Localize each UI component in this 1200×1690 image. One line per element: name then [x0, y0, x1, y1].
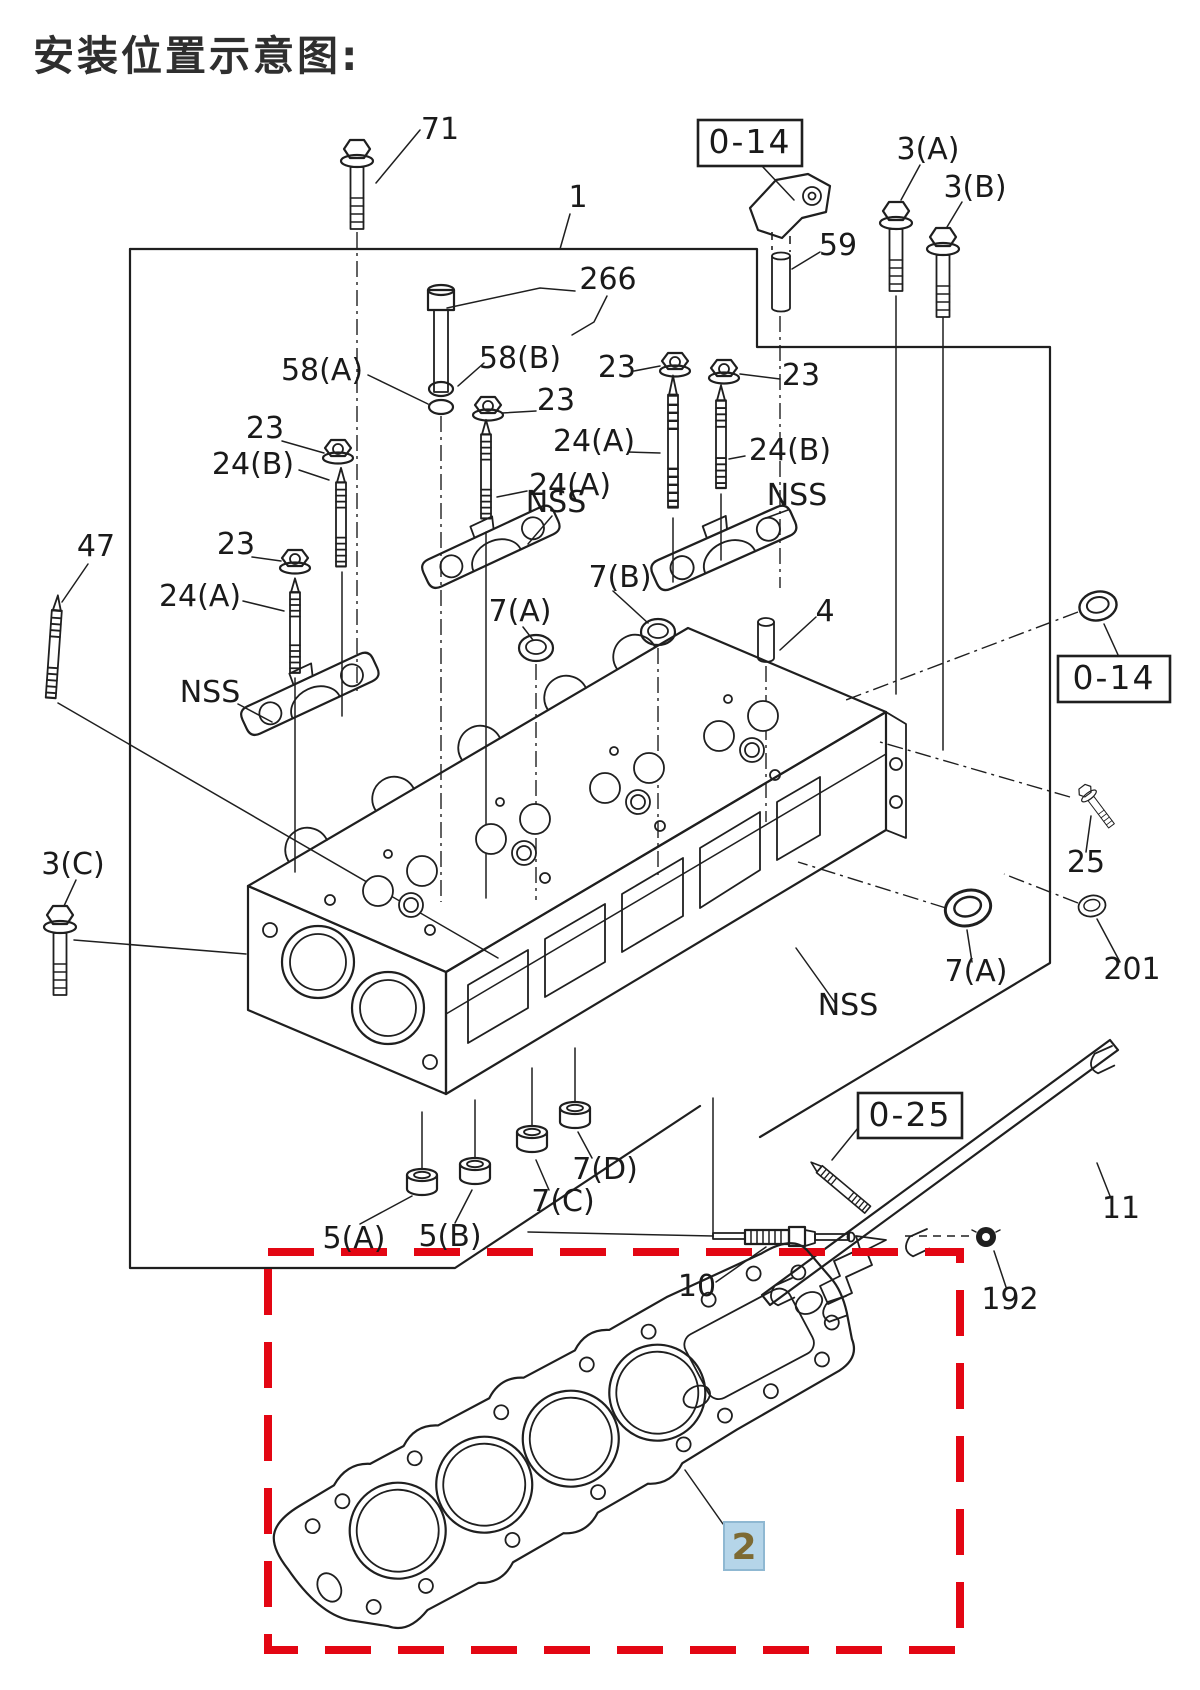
callout-11: 11	[1102, 1191, 1140, 1226]
page-title: 安装位置示意图:	[33, 32, 361, 80]
callout-nss-3: NSS	[767, 478, 828, 513]
ref-0-14-right[interactable]: 0-14	[1056, 654, 1172, 704]
seal-ring-right-drawing	[1075, 586, 1121, 626]
callout-1: 1	[568, 180, 587, 215]
callout-24b-2: 24(B)	[212, 447, 294, 482]
callout-nss-2: NSS	[526, 485, 587, 520]
center-lines	[57, 232, 1079, 1237]
o-ring-58b-drawing	[427, 380, 455, 398]
highlighted-part-2[interactable]: 2	[723, 1521, 765, 1571]
stud-47-drawing	[44, 594, 64, 700]
pin-59-drawing	[771, 251, 791, 313]
nut-192-drawing	[971, 1227, 1001, 1247]
callout-7a-1: 7(A)	[488, 594, 551, 629]
callout-7c: 7(C)	[531, 1184, 594, 1219]
ref-0-14-right-label[interactable]: 0-14	[1073, 658, 1156, 697]
callout-71: 71	[421, 112, 459, 147]
valve-guide-4-drawing	[757, 617, 775, 663]
callout-3a: 3(A)	[896, 132, 959, 167]
bolt-3a-drawing	[878, 200, 914, 293]
valve-stem-seal-drawings	[405, 1047, 592, 1197]
callout-5b: 5(B)	[418, 1219, 481, 1254]
callout-23-5: 23	[782, 358, 820, 393]
callout-23-1: 23	[246, 411, 284, 446]
cylinder-head-drawing	[246, 626, 907, 1096]
stud-0-25-drawing	[807, 1157, 872, 1214]
ref-0-25[interactable]: 0-25	[856, 1091, 964, 1140]
part-callouts: 71 1 266 58(B) 58(A) 23 23 23 23 23 24(A…	[41, 112, 1160, 1317]
callout-5a: 5(A)	[322, 1221, 385, 1256]
frame-border	[128, 247, 1052, 1270]
callout-59: 59	[819, 228, 857, 263]
harness-bracket-11-drawing	[760, 1038, 1120, 1327]
bolt-25-drawing	[1074, 780, 1120, 832]
bolt-3b-drawing	[925, 226, 961, 319]
callout-7b: 7(B)	[588, 560, 651, 595]
leader-lines	[61, 129, 1121, 1525]
o-ring-58a-drawing	[427, 398, 455, 416]
ref-0-14-top-label[interactable]: 0-14	[709, 122, 792, 161]
callout-23-4: 23	[598, 350, 636, 385]
cup-plug-7a-drawing	[939, 883, 997, 933]
callout-47: 47	[77, 529, 115, 564]
ref-0-14-top[interactable]: 0-14	[696, 118, 804, 168]
highlighted-part-2-label[interactable]: 2	[731, 1527, 756, 1568]
callout-10: 10	[678, 1269, 716, 1304]
callout-24a-3: 24(A)	[159, 579, 241, 614]
callout-23-3: 23	[537, 383, 575, 418]
callout-7d: 7(D)	[572, 1152, 638, 1187]
seal-7a-left-drawing	[517, 633, 555, 663]
seal-7b-drawing	[639, 617, 677, 647]
callout-3b: 3(B)	[943, 170, 1006, 205]
callout-23-2: 23	[217, 527, 255, 562]
callout-201: 201	[1103, 952, 1160, 987]
callout-24a-2: 24(A)	[529, 468, 611, 503]
bolt-71-drawing	[339, 138, 375, 231]
callout-58b: 58(B)	[479, 341, 561, 376]
ref-0-25-label[interactable]: 0-25	[869, 1095, 952, 1134]
callout-nss-4: NSS	[818, 988, 879, 1023]
seal-201-drawing	[1075, 892, 1109, 920]
head-gasket-drawing	[272, 1242, 856, 1630]
callout-7a-2: 7(A)	[944, 954, 1007, 989]
callout-266: 266	[579, 262, 636, 297]
callout-3c: 3(C)	[41, 847, 104, 882]
callout-24a-1: 24(A)	[553, 424, 635, 459]
sensor-0-14-drawing	[748, 172, 832, 252]
callout-58a: 58(A)	[281, 353, 363, 388]
callout-4: 4	[815, 594, 834, 629]
callout-192: 192	[981, 1282, 1038, 1317]
oil-feed-bolt-266-drawing	[426, 283, 456, 416]
callout-24b-1: 24(B)	[749, 433, 831, 468]
selection-red-box	[264, 1248, 964, 1654]
callout-25: 25	[1067, 845, 1105, 880]
callout-nss-1: NSS	[180, 675, 241, 710]
bolt-3c-drawing	[42, 904, 78, 997]
